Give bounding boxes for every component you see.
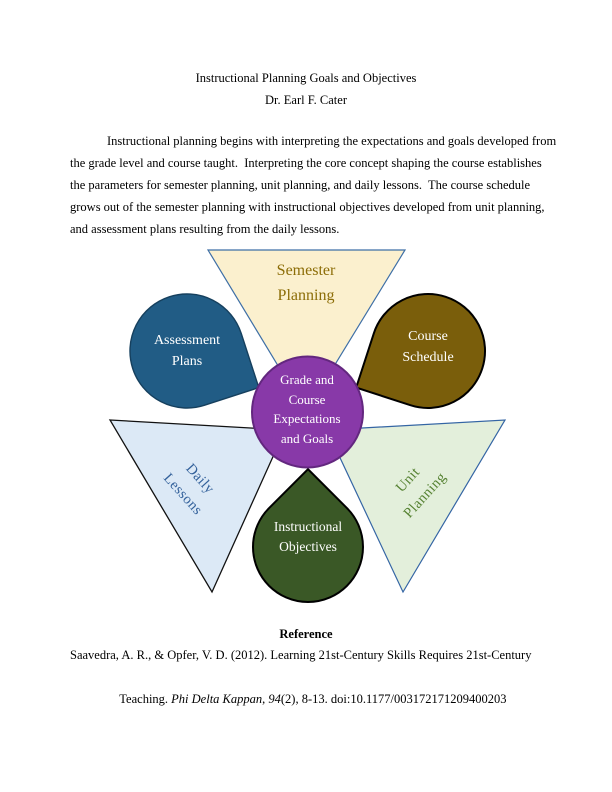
paragraph-line: grows out of the semester planning with … [70,200,545,214]
paragraph-line: the parameters for semester planning, un… [70,178,531,192]
assessment-plans-petal [129,293,260,409]
paragraph-line: and assessment plans resulting from the … [70,222,340,236]
citation-text: (2), 8-13. doi:10.1177/00317217120940020… [280,692,507,706]
journal-volume: 94 [268,692,281,706]
paragraph-line: the grade level and course taught. Inter… [70,156,542,170]
title-block: Instructional Planning Goals and Objecti… [0,67,612,111]
reference-citation-line1: Saavedra, A. R., & Opfer, V. D. (2012). … [70,648,532,662]
reference-heading: Reference [279,627,333,641]
document-author: Dr. Earl F. Cater [265,93,347,107]
citation-text: , [262,692,269,706]
intro-paragraph: Instructional planning begins with inter… [70,130,556,240]
daily-lessons-petal [108,419,286,594]
journal-name: Phi Delta Kappan [171,692,263,706]
reference-citation-line2: Teaching. Phi Delta Kappan, 94(2), 8-13.… [107,666,506,732]
unit-planning-petal [326,419,507,594]
center-goals-circle [251,355,364,469]
course-schedule-petal [354,293,487,409]
semester-planning-petal [206,249,407,414]
instructional-objectives-petal [252,467,364,603]
citation-text: Teaching. [119,692,172,706]
paragraph-line: Instructional planning begins with inter… [107,134,557,148]
document-title: Instructional Planning Goals and Objecti… [195,71,417,85]
